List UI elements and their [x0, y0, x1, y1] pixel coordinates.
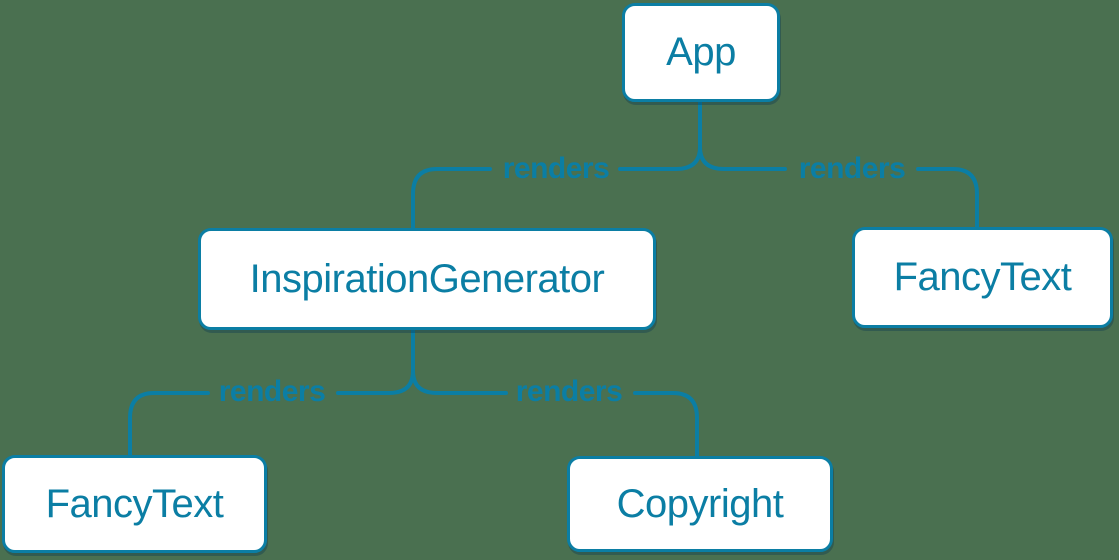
- connector-app-to-inspirationgenerator-inner: [618, 145, 702, 171]
- node-app-label: App: [666, 30, 736, 74]
- node-fancy-text-top-right: FancyText: [852, 227, 1113, 328]
- connector-app-to-fancytext-inner: [698, 145, 787, 171]
- connector-inspirationgenerator-to-copyright-inner: [411, 369, 508, 395]
- connector-app-to-inspirationgenerator-outer: [411, 167, 492, 230]
- connector-app-to-fancytext-outer: [916, 167, 979, 229]
- edge-label-inspirationgenerator-fancytext: renders: [218, 375, 326, 408]
- node-copyright-label: Copyright: [616, 481, 784, 526]
- connector-inspirationgenerator-to-fancytext-inner: [336, 369, 415, 395]
- connector-inspirationgenerator-to-fancytext-outer: [128, 391, 210, 457]
- node-inspiration-generator-label: InspirationGenerator: [249, 256, 605, 301]
- node-app: App: [622, 3, 780, 102]
- edge-label-inspirationgenerator-copyright: renders: [515, 375, 623, 408]
- edge-label-app-inspirationgenerator: renders: [502, 152, 610, 185]
- edge-label-app-fancytext: renders: [798, 152, 906, 185]
- connector-inspirationgenerator-to-copyright-outer: [633, 391, 699, 458]
- node-fancy-text-bottom-left: FancyText: [2, 455, 267, 553]
- node-fancy-text-bottom-left-label: FancyText: [45, 481, 224, 526]
- node-inspiration-generator: InspirationGenerator: [198, 228, 656, 330]
- node-copyright: Copyright: [567, 456, 833, 552]
- node-fancy-text-top-right-label: FancyText: [893, 255, 1072, 299]
